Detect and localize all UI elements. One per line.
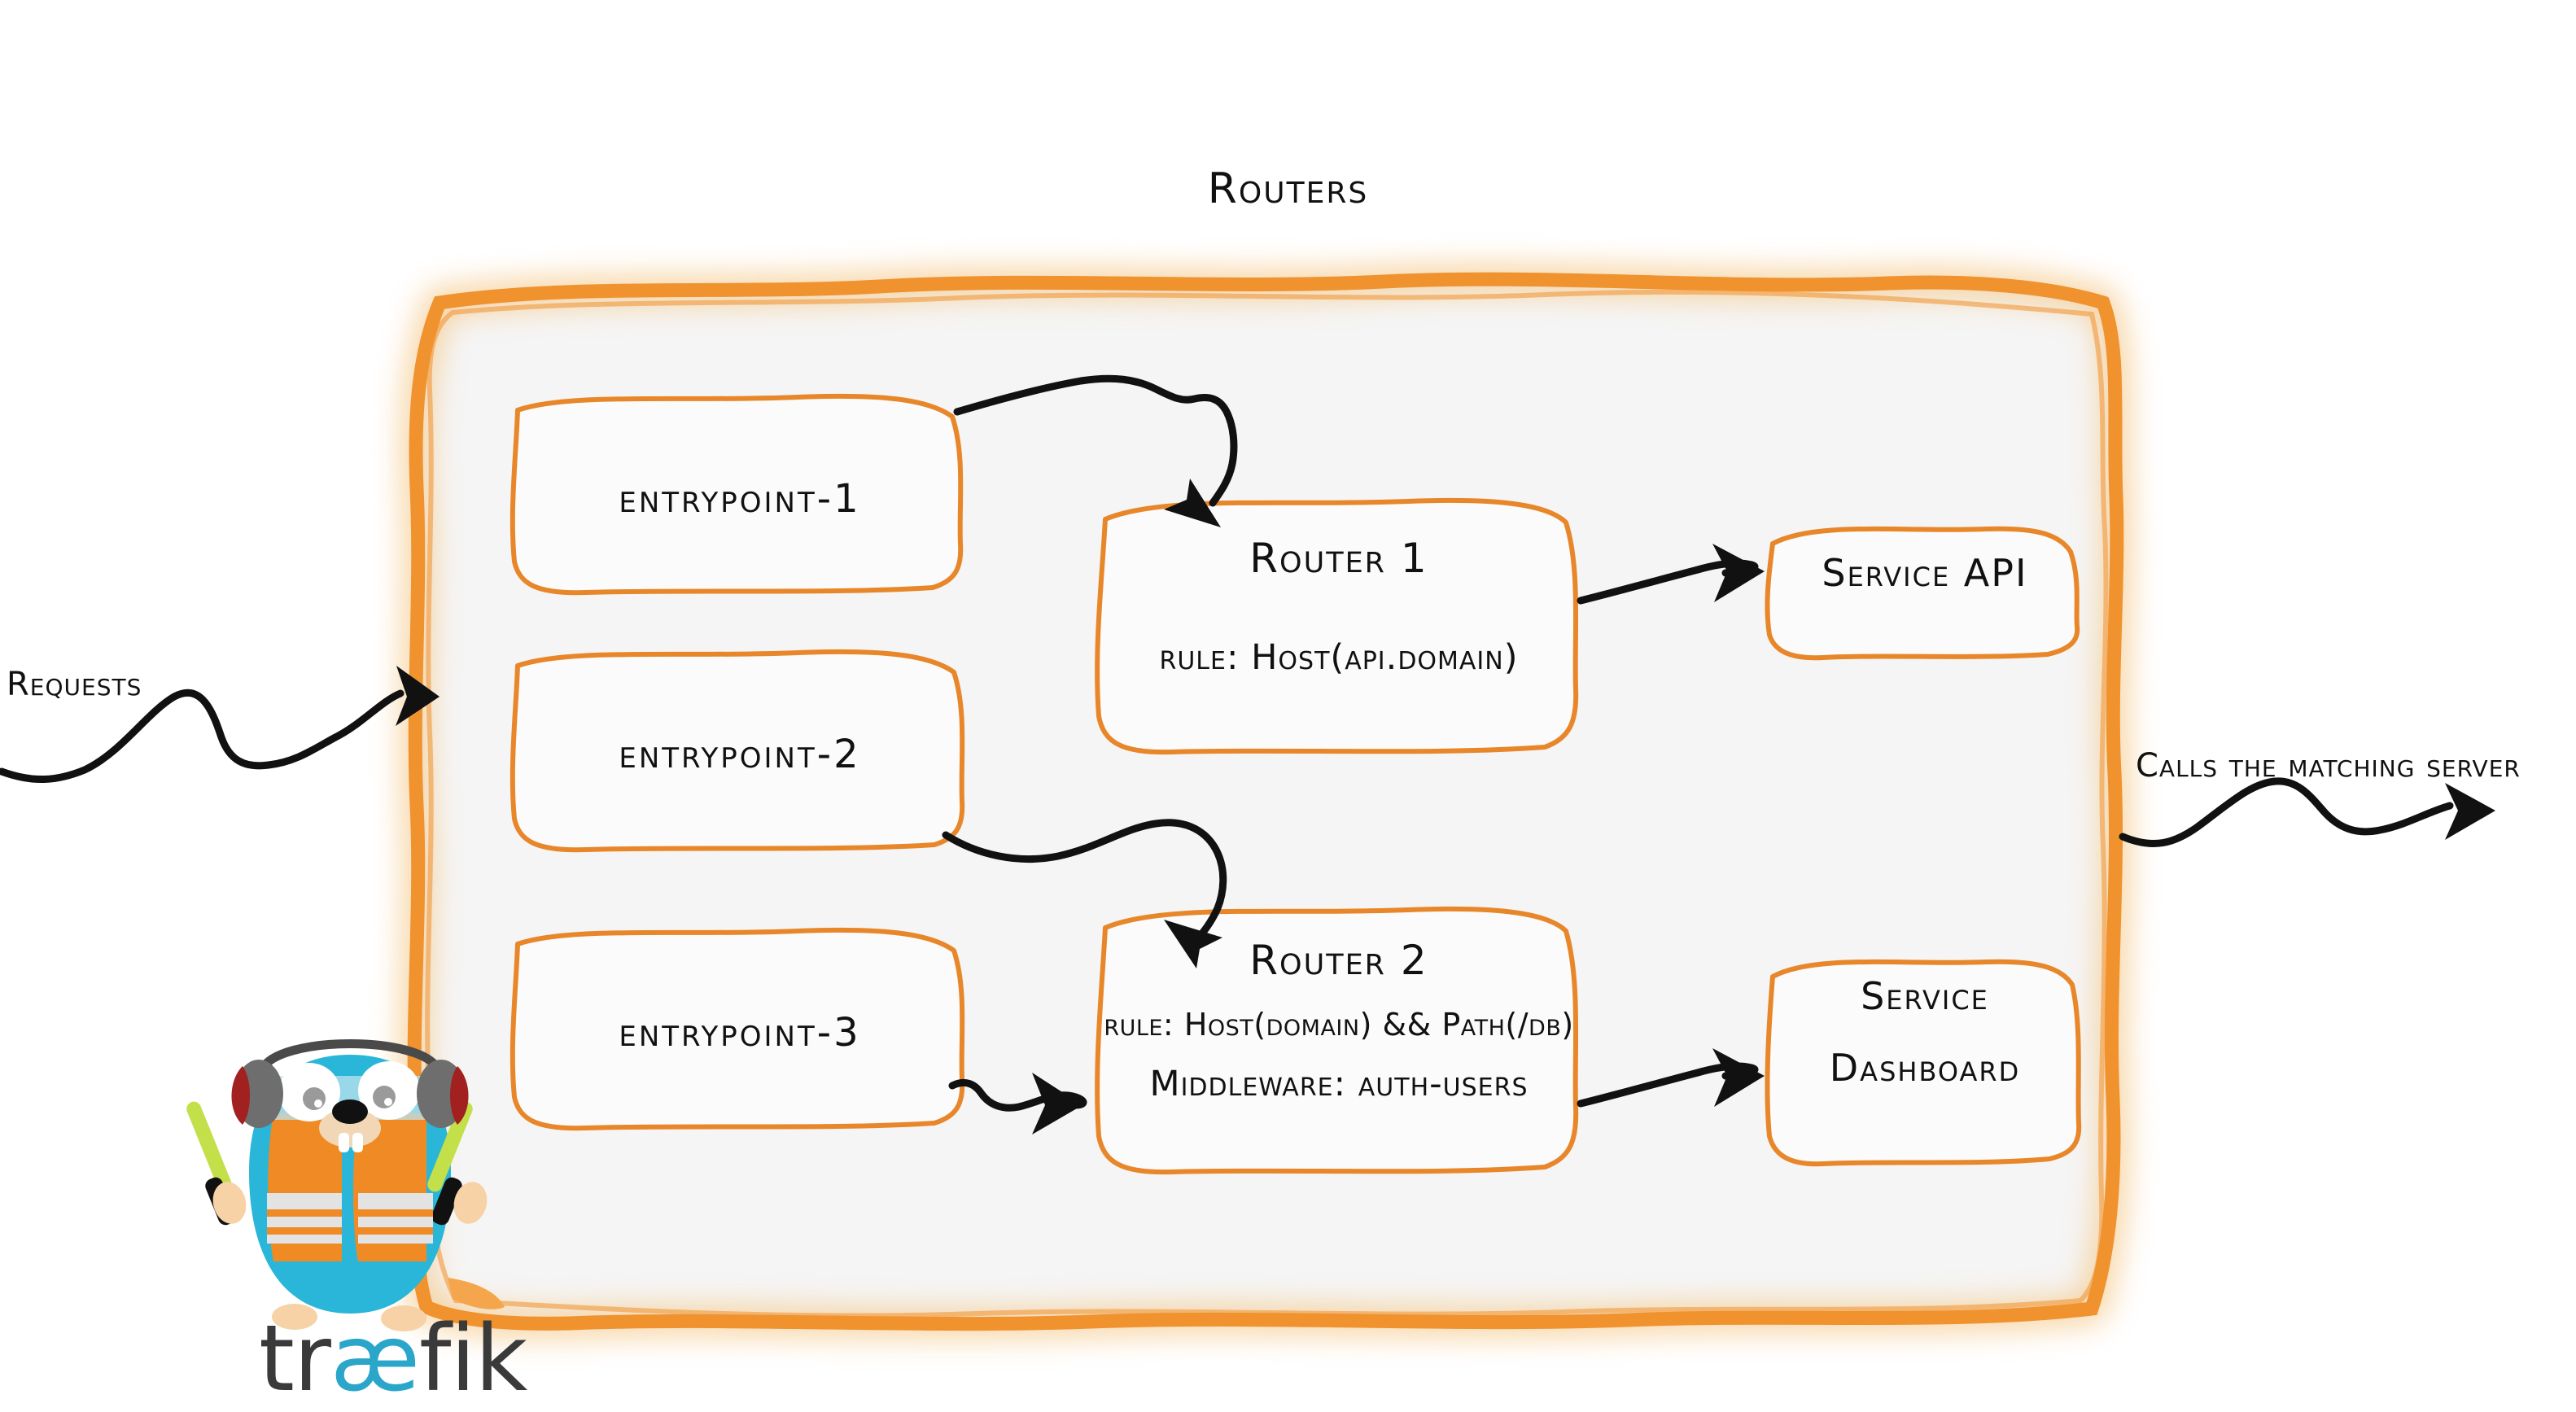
wordmark-part2: fik <box>418 1306 527 1412</box>
gopher-headphone-pad-right <box>450 1066 469 1125</box>
service-dashboard-box <box>1765 959 2082 1167</box>
gopher-tooth-right <box>352 1133 363 1152</box>
page-title: Routers <box>1207 164 1369 213</box>
gopher-vest-stripe-line-2b <box>358 1227 433 1235</box>
gopher-pupil-right <box>373 1086 396 1108</box>
gopher-body <box>249 1055 451 1314</box>
routers-panel-border-sketch <box>425 289 2109 1318</box>
wordmark-ligature: æ <box>330 1306 420 1412</box>
arrowhead-matching-server <box>2445 783 2495 840</box>
gopher-nose <box>332 1099 368 1124</box>
service-dashboard-label-line2: Dashboard <box>1829 1046 2021 1090</box>
arrowhead-service-api-in <box>1712 544 1765 602</box>
gopher-vest-stripe-1 <box>267 1193 342 1244</box>
gopher-pupil-left <box>303 1087 326 1110</box>
gopher-headphone-pad-left <box>231 1066 250 1125</box>
gopher-wand-right <box>427 1101 473 1226</box>
arrowhead-requests <box>396 666 440 726</box>
router-1-box <box>1095 497 1579 755</box>
gopher-vest-stripe-line-1 <box>267 1209 342 1217</box>
entrypoint-2-box <box>510 649 965 853</box>
gopher-wand-left <box>186 1101 236 1226</box>
router-2-rule: rule: Host(domain) && Path(/db) <box>1104 1007 1574 1043</box>
gopher-goggles-band <box>267 1076 433 1120</box>
routers-panel-border-glow <box>400 265 2131 1338</box>
service-api-box <box>1765 526 2080 661</box>
gopher-tail <box>448 1278 505 1309</box>
arrowhead-router1-in <box>1164 479 1221 527</box>
gopher-arm-left <box>212 1182 247 1224</box>
wordmark-part1: tr <box>259 1306 331 1412</box>
traefik-wordmark: træfik <box>259 1314 527 1405</box>
gopher-vest-stripe-1b <box>358 1193 433 1244</box>
service-dashboard-label-line1: Service <box>1861 974 1989 1018</box>
router-2-middleware: Middleware: auth-users <box>1149 1064 1529 1104</box>
gopher-vest <box>268 1113 342 1261</box>
arrow-entrypoint2-to-router1 <box>942 819 1227 946</box>
entrypoint-1-box <box>510 393 964 596</box>
gopher-headphone-band <box>257 1039 443 1074</box>
entrypoint-3-box <box>510 927 965 1131</box>
routers-panel-border <box>407 272 2124 1331</box>
arrowheads <box>396 479 2495 1134</box>
requests-caption: Requests <box>7 666 142 703</box>
gopher-vest-right <box>353 1113 426 1261</box>
arrow-entrypoint3-to-router2 <box>948 1078 1087 1112</box>
gopher-tooth-left <box>339 1133 349 1152</box>
router-2-box <box>1095 906 1579 1175</box>
gopher-headphone-cup-right <box>417 1060 466 1128</box>
router-2-title: Router 2 <box>1249 937 1428 984</box>
calls-matching-server-caption: Calls the matching server <box>2136 747 2521 785</box>
gopher-eye-right <box>358 1061 420 1120</box>
gopher-pupil-highlight-left <box>314 1099 322 1108</box>
router-1-rule: rule: Host(api.domain) <box>1159 637 1519 678</box>
gopher-vest-stripe-line-1b <box>358 1209 433 1217</box>
arrow-router2-to-service-dashboard <box>1577 1062 1759 1108</box>
service-api-label: Service API <box>1822 551 2028 595</box>
gopher-arm-right <box>453 1182 488 1224</box>
gopher-vest-stripe-line-2 <box>267 1227 342 1235</box>
gopher-headphone-cup-left <box>234 1060 283 1128</box>
arrowhead-service-dash-in <box>1712 1048 1765 1107</box>
arrow-panel-to-matching-server <box>2119 777 2454 848</box>
arrowhead-router2-in <box>1032 1073 1082 1134</box>
entrypoint-1-label: entrypoint-1 <box>619 476 861 522</box>
arrow-entrypoint1-to-router1 <box>953 374 1238 507</box>
router-1-title: Router 1 <box>1249 535 1428 582</box>
arrow-requests-to-panel <box>0 689 405 784</box>
gopher-snout <box>319 1108 381 1148</box>
arrow-router1-to-service-api <box>1577 559 1759 605</box>
entrypoint-3-label: entrypoint-3 <box>619 1010 861 1056</box>
entrypoint-2-label: entrypoint-2 <box>619 732 861 777</box>
gopher-eye-left <box>278 1063 340 1121</box>
arrowhead-router1-bottom-in <box>1164 920 1222 968</box>
gopher-pupil-highlight-right <box>384 1098 392 1106</box>
routers-panel-fill <box>414 279 2117 1324</box>
